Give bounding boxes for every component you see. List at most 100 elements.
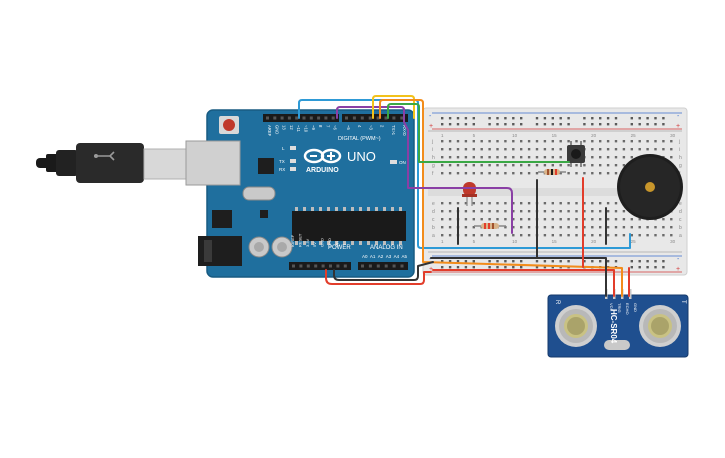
breadboard-hole[interactable] [448,226,452,229]
rail-hole[interactable] [472,266,475,269]
rail-hole[interactable] [551,123,554,126]
rail-hole[interactable] [583,260,586,263]
breadboard-hole[interactable] [472,234,475,237]
breadboard-hole[interactable] [464,226,468,229]
breadboard-hole[interactable] [456,172,460,175]
rail-hole[interactable] [496,123,499,126]
breadboard-hole[interactable] [575,234,578,237]
rail-hole[interactable] [512,117,515,120]
breadboard-hole[interactable] [606,202,610,205]
rail-hole[interactable] [456,123,460,126]
breadboard-hole[interactable] [567,140,570,143]
breadboard-hole[interactable] [670,218,673,221]
breadboard-hole[interactable] [638,148,641,151]
breadboard-hole[interactable] [456,202,460,205]
breadboard-hole[interactable] [583,218,586,221]
rail-hole[interactable] [599,260,602,263]
rail-hole[interactable] [488,260,491,263]
breadboard-hole[interactable] [512,218,515,221]
breadboard-hole[interactable] [496,164,499,167]
breadboard-hole[interactable] [559,218,562,221]
breadboard-hole[interactable] [480,140,483,143]
breadboard-hole[interactable] [456,148,460,151]
rail-hole[interactable] [630,266,633,269]
breadboard-hole[interactable] [559,172,562,175]
breadboard-hole[interactable] [496,210,499,213]
breadboard-hole[interactable] [527,226,531,229]
breadboard-hole[interactable] [543,164,547,167]
breadboard-hole[interactable] [472,226,475,229]
breadboard-hole[interactable] [464,164,468,167]
breadboard-hole[interactable] [448,202,452,205]
rail-hole[interactable] [583,117,586,120]
breadboard-hole[interactable] [472,156,475,159]
breadboard-hole[interactable] [448,234,452,237]
breadboard-hole[interactable] [543,234,547,237]
breadboard-hole[interactable] [527,140,531,143]
header-hole[interactable] [324,116,328,120]
breadboard-hole[interactable] [670,226,673,229]
breadboard-hole[interactable] [630,234,633,237]
rail-hole[interactable] [504,266,507,269]
breadboard-hole[interactable] [527,210,531,213]
breadboard-hole[interactable] [551,148,554,151]
header-hole[interactable] [329,264,332,268]
breadboard-hole[interactable] [614,148,618,151]
header-hole[interactable] [331,116,335,120]
header-hole[interactable] [345,116,348,120]
rail-hole[interactable] [496,117,499,120]
rail-hole[interactable] [599,123,602,126]
breadboard-hole[interactable] [599,156,602,159]
rail-hole[interactable] [591,117,594,120]
breadboard-hole[interactable] [496,148,499,151]
breadboard-hole[interactable] [654,140,657,143]
rail-hole[interactable] [448,266,452,269]
breadboard-hole[interactable] [520,210,523,213]
header-hole[interactable] [273,116,277,120]
breadboard-hole[interactable] [520,140,523,143]
breadboard-hole[interactable] [527,172,531,175]
breadboard-hole[interactable] [504,148,507,151]
breadboard-hole[interactable] [591,218,594,221]
breadboard-hole[interactable] [614,156,618,159]
rail-hole[interactable] [472,260,475,263]
breadboard-hole[interactable] [567,226,570,229]
breadboard-hole[interactable] [670,156,673,159]
breadboard-hole[interactable] [496,218,499,221]
rail-hole[interactable] [630,117,633,120]
breadboard-hole[interactable] [535,148,539,151]
breadboard-hole[interactable] [520,226,523,229]
breadboard-hole[interactable] [488,218,491,221]
breadboard-hole[interactable] [448,172,452,175]
breadboard-hole[interactable] [472,148,475,151]
breadboard-hole[interactable] [480,202,483,205]
breadboard-hole[interactable] [670,148,673,151]
breadboard-hole[interactable] [662,148,665,151]
breadboard-hole[interactable] [646,234,649,237]
breadboard-hole[interactable] [670,234,673,237]
breadboard-hole[interactable] [512,140,515,143]
header-hole[interactable] [384,116,388,120]
breadboard-hole[interactable] [606,148,610,151]
breadboard-hole[interactable] [512,148,515,151]
breadboard-hole[interactable] [599,164,602,167]
header-hole[interactable] [321,264,325,268]
breadboard-hole[interactable] [575,164,578,167]
header-hole[interactable] [280,116,284,120]
breadboard-hole[interactable] [551,156,554,159]
breadboard-hole[interactable] [480,210,483,213]
breadboard-hole[interactable] [583,202,586,205]
rail-hole[interactable] [448,260,452,263]
breadboard-hole[interactable] [441,226,444,229]
rail-hole[interactable] [543,266,547,269]
breadboard-hole[interactable] [488,148,491,151]
breadboard-hole[interactable] [535,156,539,159]
breadboard-hole[interactable] [606,164,610,167]
breadboard-hole[interactable] [504,202,507,205]
breadboard-hole[interactable] [480,164,483,167]
rail-hole[interactable] [654,117,657,120]
breadboard-hole[interactable] [543,210,547,213]
rail-hole[interactable] [662,117,665,120]
rail-hole[interactable] [559,123,562,126]
breadboard-hole[interactable] [488,172,491,175]
